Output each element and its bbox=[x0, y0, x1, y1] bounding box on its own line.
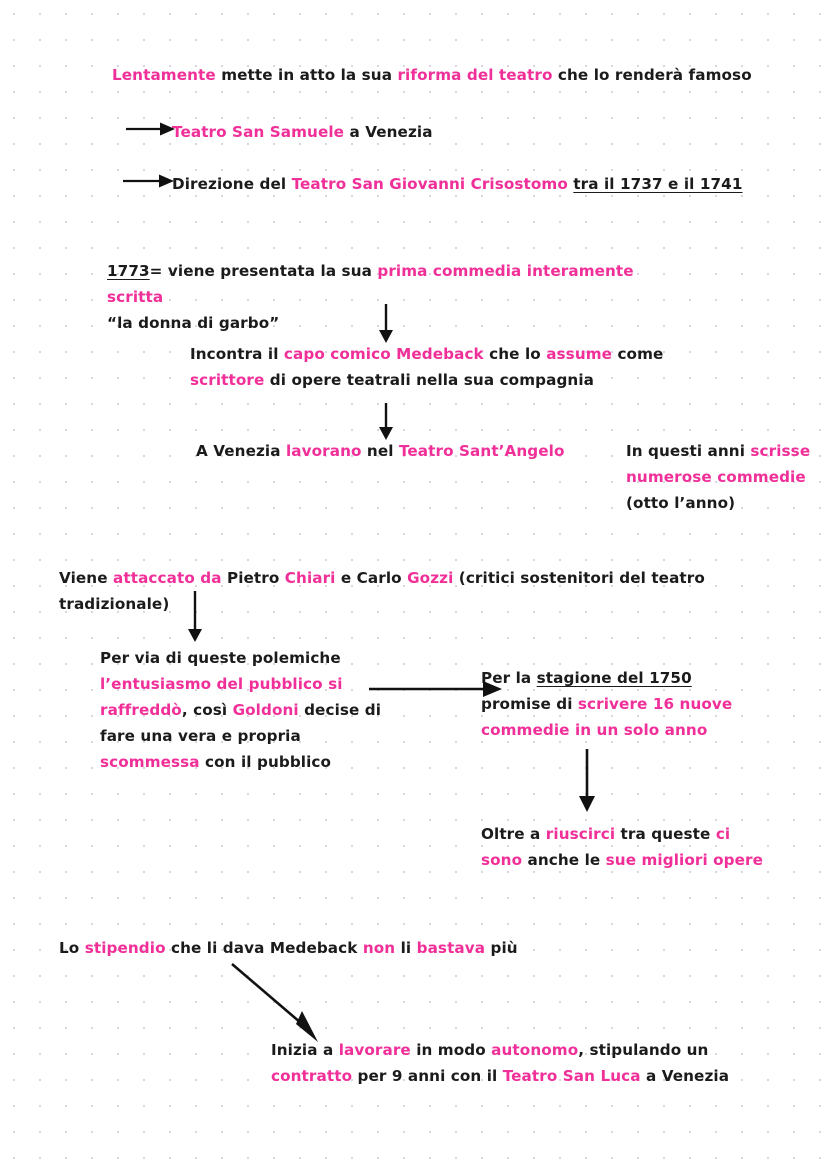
note-anno-1773: 1773= viene presentata la sua prima comm… bbox=[107, 262, 640, 332]
note-sant-angelo: A Venezia lavorano nel Teatro Sant’Angel… bbox=[196, 442, 565, 460]
arrow-incontra-to-sant-angelo-icon bbox=[377, 403, 395, 441]
note-crisostomo: Direzione del Teatro San Giovanni Crisos… bbox=[172, 175, 743, 193]
arrow-1773-to-incontra-icon bbox=[377, 304, 395, 344]
note-in-questi-anni: In questi anni scrisse numerose commedie… bbox=[626, 442, 811, 512]
arrow-to-crisostomo-icon bbox=[123, 173, 175, 189]
note-san-samuele: Teatro San Samuele a Venezia bbox=[172, 123, 433, 141]
arrow-viene-to-per-via-icon bbox=[186, 591, 204, 643]
note-per-via: Per via di queste polemiche l’entusiasmo… bbox=[100, 649, 382, 771]
note-stagione-1750: Per la stagione del 1750 promise di scri… bbox=[481, 669, 733, 739]
note-viene-attaccato: Viene attaccato da Pietro Chiari e Carlo… bbox=[59, 569, 711, 613]
note-oltre-riuscirci: Oltre a riuscirci tra queste ci sono anc… bbox=[481, 825, 764, 869]
arrow-per-via-to-stagione-icon bbox=[369, 680, 503, 698]
note-stipendio: Lo stipendio che li dava Medeback non li… bbox=[59, 939, 518, 957]
arrow-to-san-samuele-icon bbox=[126, 121, 176, 137]
note-lentamente: Lentamente mette in atto la sua riforma … bbox=[112, 66, 752, 84]
arrow-stagione-to-oltre-icon bbox=[578, 749, 596, 813]
note-incontra: Incontra il capo comico Medeback che lo … bbox=[190, 345, 664, 389]
arrow-stipendio-to-inizia-icon bbox=[230, 962, 326, 1046]
note-inizia: Inizia a lavorare in modo autonomo, stip… bbox=[271, 1041, 730, 1085]
